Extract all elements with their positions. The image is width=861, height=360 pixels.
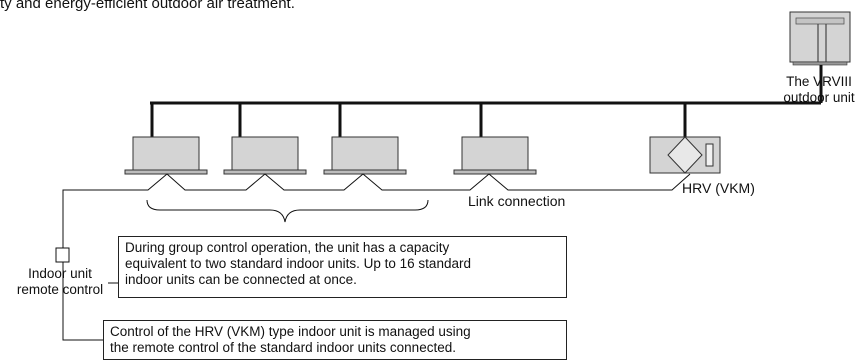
hrv-control-note: Control of the HRV (VKM) type indoor uni…: [103, 320, 567, 360]
remote-control-label-line2: remote control: [16, 282, 104, 297]
hrv-unit-icon: [649, 136, 721, 174]
indoor-unit-3: [323, 136, 407, 175]
indoor-unit-1: [124, 136, 208, 175]
indoor-unit-4: [453, 136, 537, 175]
outdoor-unit-label: The VRVIII outdoor unit: [774, 74, 861, 106]
remote-control-icon: [55, 247, 70, 263]
note-line: Control of the HRV (VKM) type indoor uni…: [110, 324, 471, 339]
remote-control-label-line1: Indoor unit: [28, 266, 92, 281]
intro-text-fragment: ty and energy-efficient outdoor air trea…: [0, 0, 295, 12]
refrigerant-piping: [150, 65, 823, 137]
outdoor-unit-label-line2: outdoor unit: [783, 90, 855, 105]
group-control-note: During group control operation, the unit…: [118, 236, 567, 298]
remote-control-label: Indoor unit remote control: [0, 266, 120, 298]
note-line: equivalent to two standard indoor units.…: [125, 256, 471, 271]
outdoor-unit-icon: [789, 11, 851, 66]
outdoor-unit-label-line1: The VRVIII: [786, 74, 852, 89]
group-brace: [146, 199, 429, 223]
note-line: indoor units can be connected at once.: [125, 272, 357, 287]
note-line: During group control operation, the unit…: [125, 240, 450, 255]
link-wiring: [62, 173, 691, 341]
note-line: the remote control of the standard indoo…: [110, 340, 456, 355]
indoor-unit-2: [223, 136, 307, 175]
link-connection-label: Link connection: [468, 193, 566, 209]
hrv-label: HRV (VKM): [682, 180, 755, 196]
